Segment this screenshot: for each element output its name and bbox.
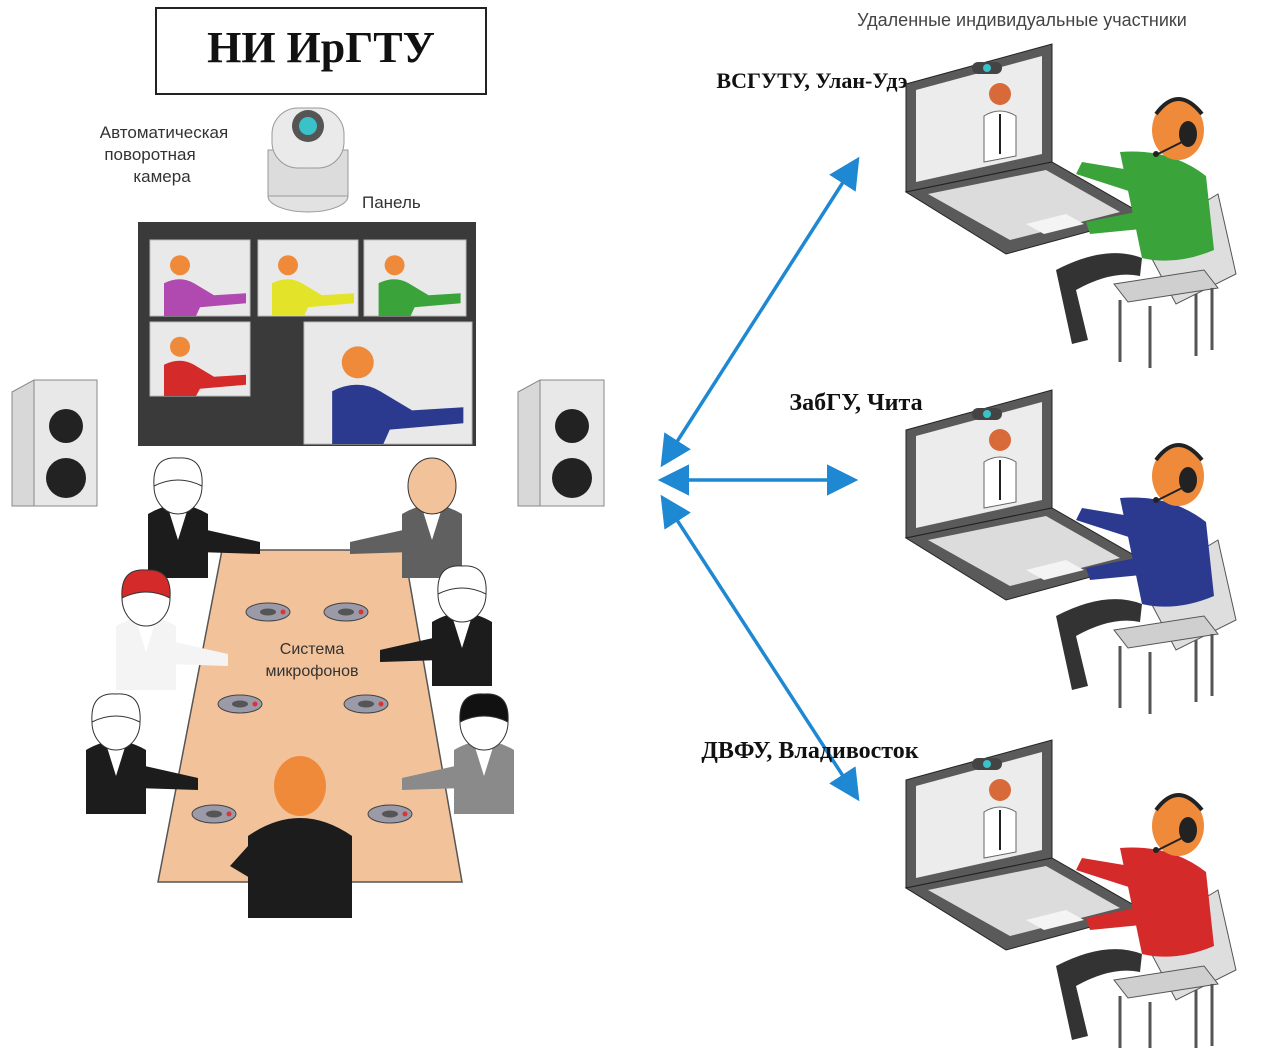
laptop-icon (904, 389, 1148, 601)
video-tile (149, 321, 251, 397)
table-participants (86, 457, 514, 918)
table-participant (350, 457, 462, 578)
conference-table (157, 549, 463, 883)
video-wall-panel (138, 222, 476, 446)
hub-title: НИ ИрГТУ (207, 23, 435, 72)
camera-label-line-3: камера (133, 167, 191, 186)
left-speaker-icon (11, 379, 98, 507)
table-participant-back (230, 756, 352, 918)
mic-label-line-2: микрофонов (265, 663, 358, 680)
remote-participant (1056, 793, 1214, 1040)
hub-title-box: НИ ИрГТУ (155, 7, 487, 95)
video-tile (149, 239, 251, 317)
remote-sites (904, 43, 1237, 1053)
table-participant (148, 457, 260, 578)
camera-label-line-1: Автоматическая (100, 123, 228, 142)
laptop-icon (904, 739, 1148, 951)
microphone-icon (245, 602, 291, 622)
headset-icon (1154, 793, 1204, 812)
remote-participants-header: Удаленные индивидуальные участники (857, 10, 1187, 30)
mic-label-line-1: Система (280, 641, 345, 658)
microphone-icon (367, 804, 413, 824)
remote-site-3 (904, 739, 1237, 1053)
table-participant (380, 565, 492, 686)
table-participant (86, 693, 198, 814)
table-participant (402, 693, 514, 814)
microphone-system (191, 602, 413, 824)
panel-label: Панель (362, 193, 421, 212)
ptz-camera (267, 107, 349, 213)
remote-site-2 (904, 389, 1237, 714)
site-3-label: ДВФУ, Владивосток (701, 738, 918, 764)
laptop-icon (904, 43, 1148, 255)
video-tile (303, 321, 473, 445)
headset-icon (1154, 97, 1204, 116)
microphone-icon (323, 602, 369, 622)
remote-site-1 (904, 43, 1237, 368)
right-speaker-icon (517, 379, 605, 507)
video-tile (363, 239, 467, 317)
table-participant (116, 569, 228, 690)
microphone-icon (217, 694, 263, 714)
remote-participant (1056, 97, 1214, 344)
arrow-to-site-3 (660, 494, 860, 802)
site-2-label: ЗабГУ, Чита (789, 390, 922, 416)
connection-arrows (657, 156, 860, 802)
microphone-icon (343, 694, 389, 714)
remote-participant (1056, 443, 1214, 690)
microphone-icon (191, 804, 237, 824)
site-1-label: ВСГУТУ, Улан-Удэ (716, 68, 907, 93)
headset-icon (1154, 443, 1204, 462)
video-tile (257, 239, 359, 317)
arrow-to-site-1 (660, 156, 860, 468)
camera-label-line-2: поворотная (104, 145, 195, 164)
